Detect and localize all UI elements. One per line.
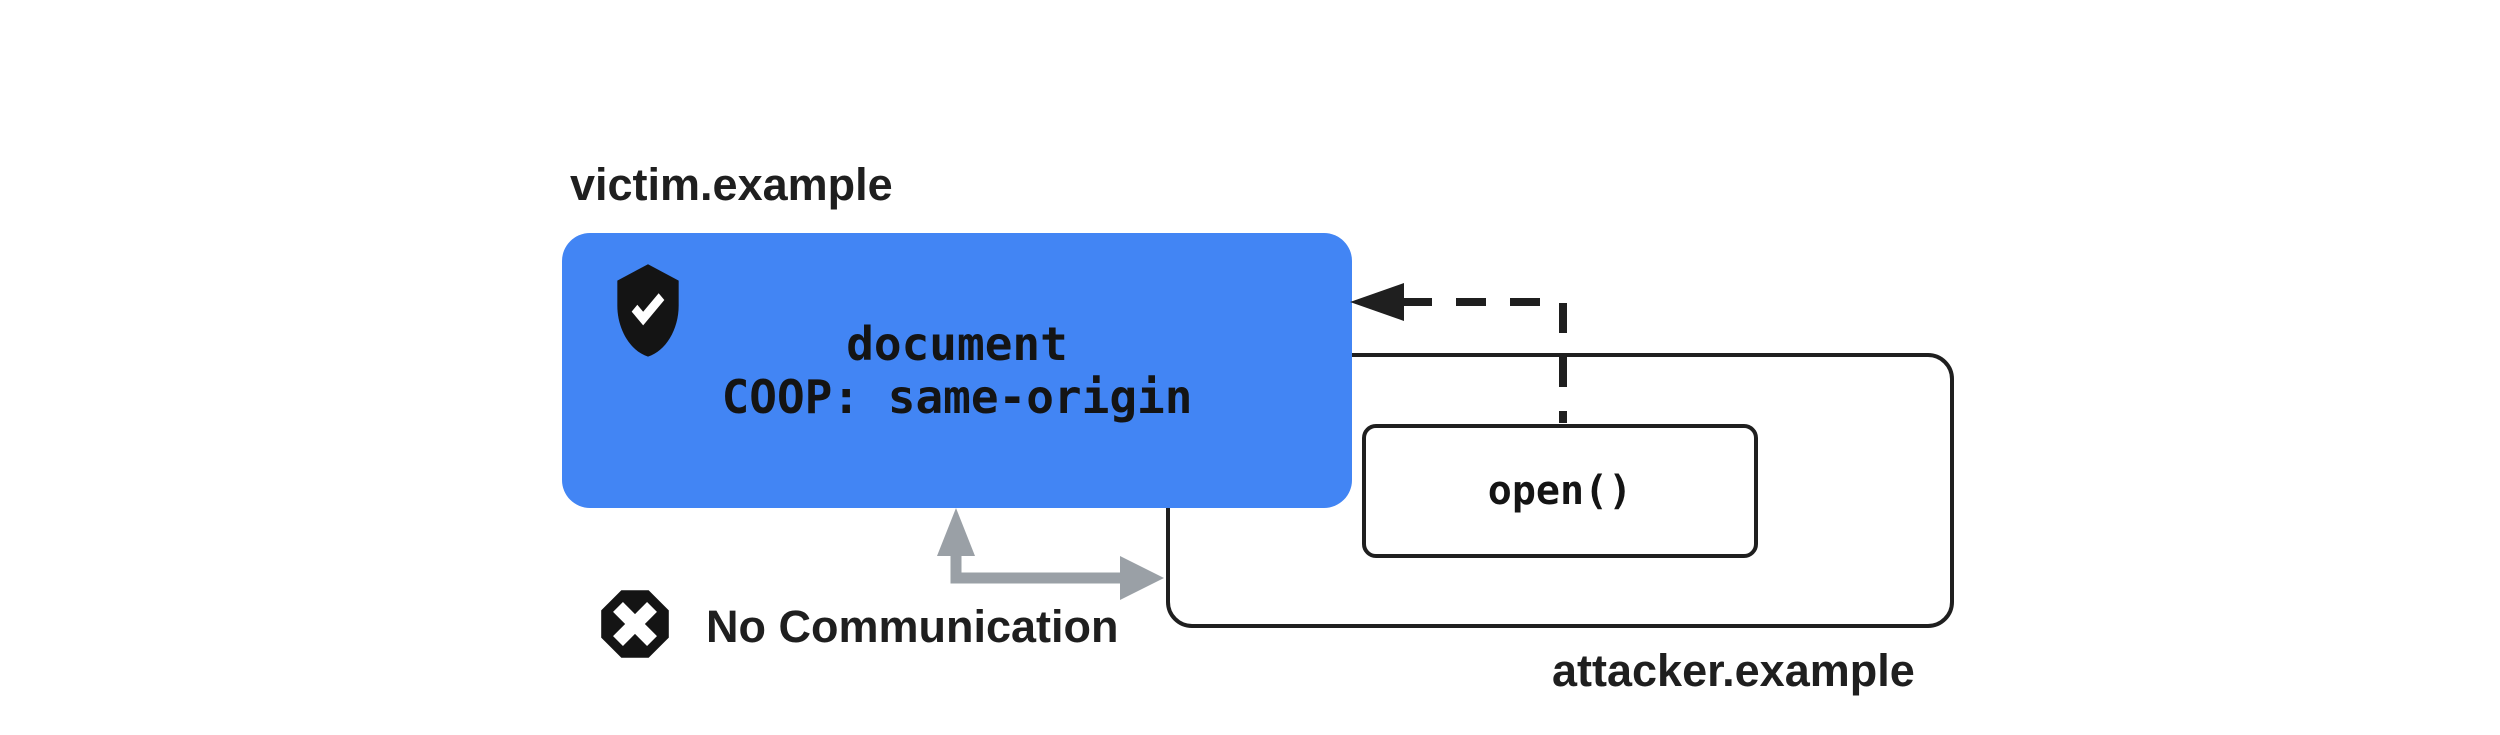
no-communication-arrow [937,508,1164,600]
victim-document-window: document COOP: same-origin [562,233,1352,508]
document-label: document [846,316,1068,371]
coop-header-label: COOP: same-origin [721,369,1193,424]
open-call-label: open() [1487,468,1633,514]
attacker-origin-label: attacker.example [1552,645,1915,696]
no-communication-label: No Communication [706,601,1119,652]
blocked-x-icon [601,590,669,658]
shield-check-icon [617,264,679,357]
victim-origin-label: victim.example [570,159,893,210]
open-call-box: open() [1362,424,1758,558]
